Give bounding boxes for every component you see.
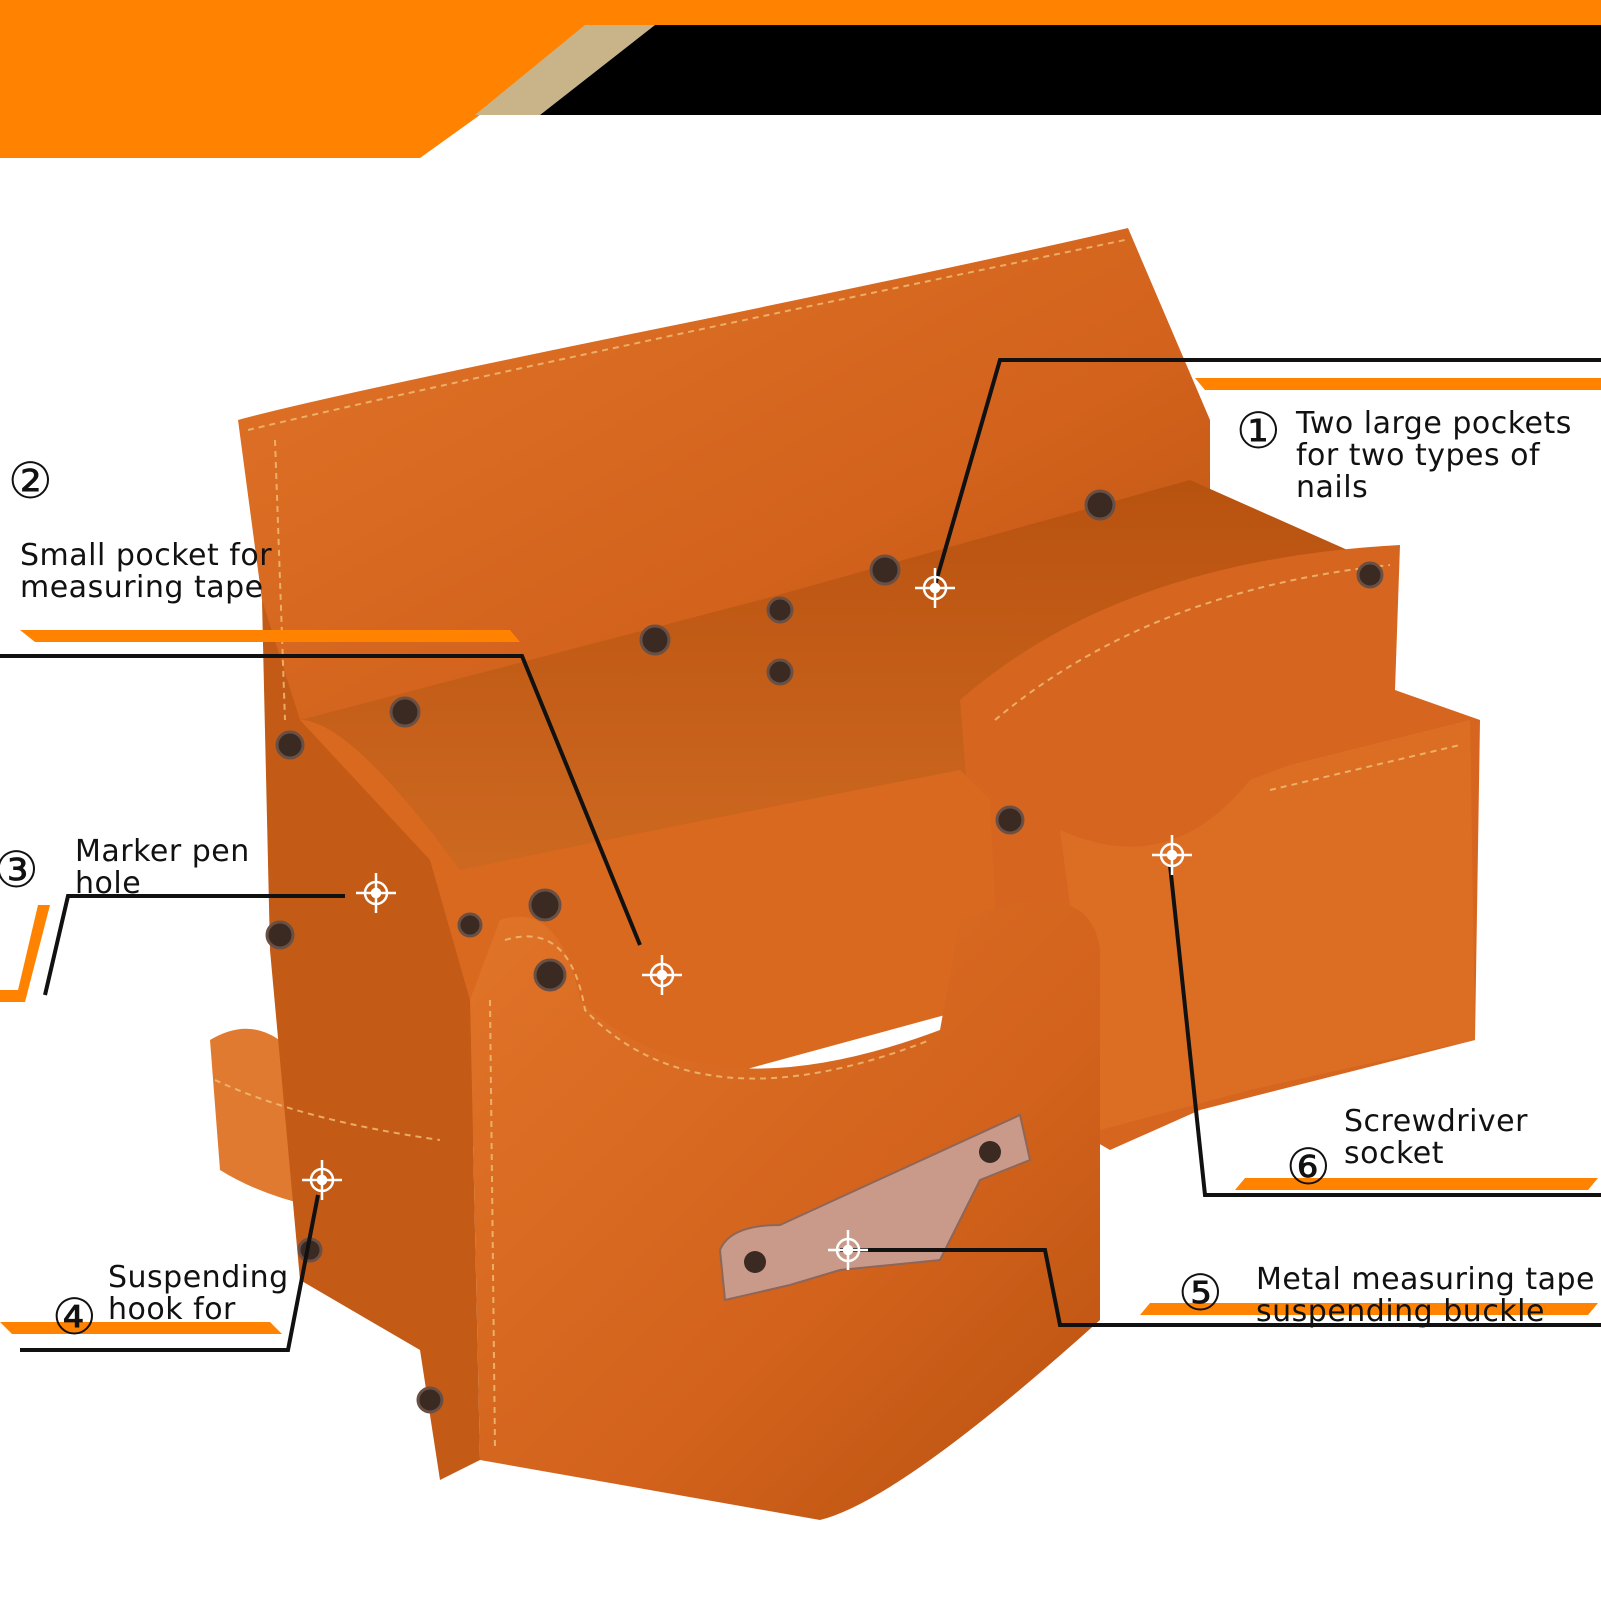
crosshair-marker-icon [356,873,396,913]
crosshair-markers [302,568,1192,1270]
callout-number-4: ④ [52,1288,97,1346]
rivet-icon [389,696,421,728]
leader-line-4 [20,1194,320,1352]
measuring-tape-pocket [470,900,1100,1520]
accent-bar-2 [20,630,520,642]
callout-label-2: Small pocket for measuring tape [20,540,272,604]
callout-label-5: Metal measuring tape suspending buckle [1256,1264,1595,1328]
callout-6-line-1: Screwdriver [1344,1104,1528,1139]
rivets [265,489,1384,1414]
accent-bar-6 [1235,1178,1598,1190]
callout-label-1: Two large pockets for two types of nails [1296,408,1572,504]
callout-label-4: Suspending hook for [108,1262,289,1326]
callout-4-line-2: hook for [108,1292,236,1327]
callout-3-line-2: hole [75,866,142,901]
callout-4-line-1: Suspending [108,1260,289,1295]
banner-black-band [540,25,1601,115]
callout-number-1: ① [1236,402,1281,460]
metal-measuring-tape-buckle [718,1113,1032,1302]
rivet-icon [528,888,562,922]
accent-bar-4 [0,1322,282,1334]
crosshair-marker-icon [302,1160,342,1200]
rivet-icon [766,596,794,624]
rivet-icon [275,730,305,760]
rivet-icon [1084,489,1116,521]
callout-1-line-1: Two large pockets [1296,406,1572,441]
crosshair-marker-icon [642,955,682,995]
callout-1-line-2: for two types of [1296,438,1541,473]
callout-5-line-2: suspending buckle [1256,1294,1545,1329]
rivet-icon [766,658,794,686]
rivet-icon [533,958,567,992]
callout-leaders [0,358,1601,1352]
callout-number-6: ⑥ [1286,1138,1331,1196]
leader-line-5 [840,1248,1601,1327]
callout-6-line-2: socket [1344,1136,1445,1171]
crosshair-marker-icon [915,568,955,608]
rivet-icon [416,1386,444,1414]
callout-5-line-1: Metal measuring tape [1256,1262,1595,1297]
rivet-icon [869,554,901,586]
leader-line-3 [43,894,345,996]
top-banner [0,0,1601,158]
metal-buckle [718,1113,1032,1302]
callout-number-2: ② [8,452,53,510]
leader-line-1 [933,358,1601,586]
callout-number-3: ③ [0,841,39,899]
banner-orange-block [0,0,640,158]
accent-bar-5 [1140,1303,1598,1315]
bag-stitching [214,239,1461,1451]
rivet-icon [1356,561,1384,589]
accent-bar-1 [1195,378,1601,390]
leader-line-6 [1168,864,1601,1197]
accent-bar-3 [0,905,50,1002]
pocket-opening-shadow [300,480,1370,900]
callout-label-3: Marker pen hole [75,836,250,900]
callout-number-5: ⑤ [1178,1264,1223,1322]
callout-2-line-2: measuring tape [20,570,264,605]
rivet-icon [639,624,671,656]
tool-bag [210,228,1480,1520]
callout-3-line-1: Marker pen [75,834,250,869]
rivet-icon [457,912,483,938]
crosshair-marker-icon [1152,835,1192,875]
rivet-icon [995,805,1025,835]
crosshair-marker-icon [828,1230,868,1270]
callout-2-line-1: Small pocket for [20,538,273,573]
screwdriver-socket-pocket [1060,720,1475,1130]
banner-tan-stripe [475,25,655,115]
callout-label-6: Screwdriver socket [1344,1106,1528,1170]
accent-bars [0,378,1601,1334]
callout-1-line-3: nails [1296,470,1369,505]
leader-line-2 [0,654,642,946]
rivet-icon [265,920,295,950]
